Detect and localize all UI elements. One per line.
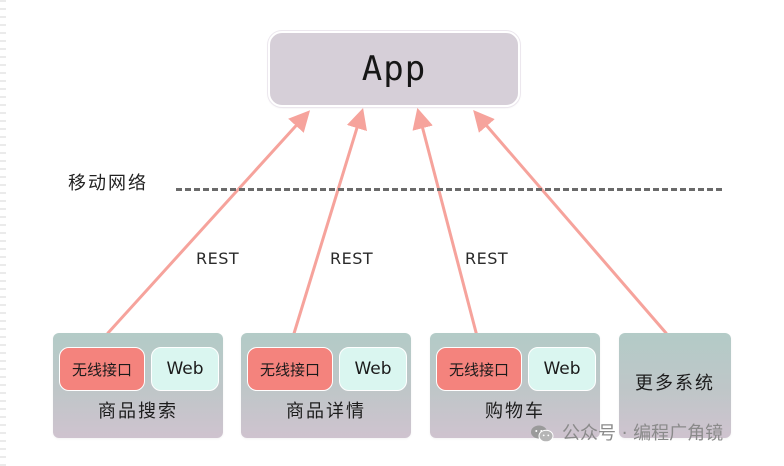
wechat-icon bbox=[531, 425, 554, 443]
web-chip: Web bbox=[339, 347, 407, 391]
watermark: 公众号 · 编程广角镜 bbox=[530, 425, 723, 443]
arrow-more-to-app bbox=[473, 110, 668, 335]
system-name: 更多系统 bbox=[635, 373, 715, 394]
web-chip: Web bbox=[151, 347, 219, 391]
watermark-text: 公众号 · 编程广角镜 bbox=[562, 423, 724, 444]
system-name: 商品详情 bbox=[286, 401, 366, 422]
system-box-cart: 无线接口 Web 购物车 bbox=[430, 333, 600, 438]
wireless-interface-chip: 无线接口 bbox=[59, 347, 145, 391]
system-box-detail: 无线接口 Web 商品详情 bbox=[241, 333, 411, 438]
left-edge-marks bbox=[0, 0, 6, 466]
system-name: 购物车 bbox=[485, 401, 545, 422]
system-box-more: 更多系统 bbox=[619, 333, 731, 438]
wireless-interface-chip: 无线接口 bbox=[436, 347, 522, 391]
rest-label-detail: REST bbox=[330, 249, 374, 268]
rest-label-search: REST bbox=[196, 249, 240, 268]
arrow-detail-to-app bbox=[290, 107, 367, 342]
system-box-search: 无线接口 Web 商品搜索 bbox=[53, 333, 223, 438]
arrow-cart-to-app bbox=[412, 107, 480, 342]
network-dashed-line bbox=[176, 188, 722, 191]
rest-label-cart: REST bbox=[465, 249, 509, 268]
app-box: App bbox=[268, 31, 520, 107]
network-label: 移动网络 bbox=[68, 173, 148, 194]
arrow-search-to-app bbox=[106, 110, 311, 335]
wireless-interface-chip: 无线接口 bbox=[247, 347, 333, 391]
app-label: App bbox=[361, 49, 427, 89]
system-name: 商品搜索 bbox=[98, 401, 178, 422]
web-chip: Web bbox=[528, 347, 596, 391]
